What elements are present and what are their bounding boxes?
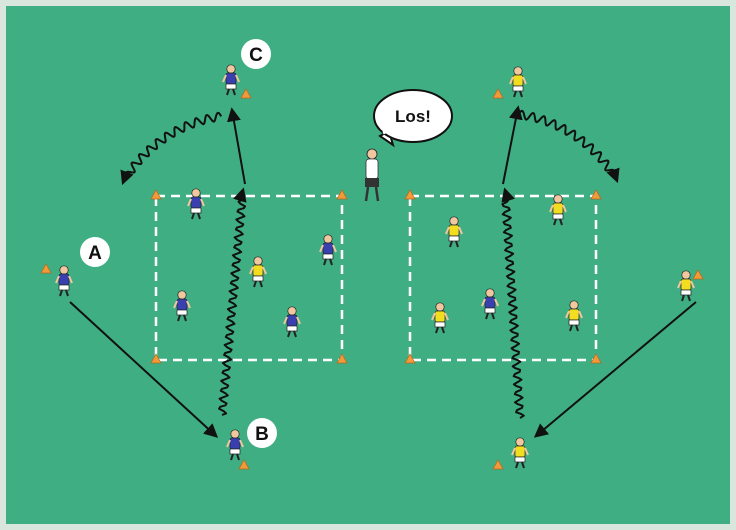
cone-icon	[404, 353, 416, 364]
yellow-player-icon	[249, 256, 267, 288]
yellow-player-icon	[431, 302, 449, 334]
dribble-arrow-right	[501, 187, 525, 419]
label-a: A	[80, 237, 110, 267]
cone-icon	[150, 189, 162, 200]
run-arrow-right	[517, 109, 620, 184]
label-b: B	[247, 418, 277, 448]
blue-player-icon	[187, 188, 205, 220]
yellow-player-icon	[677, 270, 695, 302]
cone-icon	[150, 353, 162, 364]
cone-icon	[590, 189, 602, 200]
svg-text:A: A	[88, 243, 102, 264]
cone-icon	[692, 269, 704, 280]
arrows	[69, 105, 697, 438]
cone-icon	[240, 88, 252, 99]
pass-arrow-to-c	[227, 107, 246, 185]
pass-arrow-a-to-b	[69, 301, 219, 438]
yellow-player-icon	[549, 194, 567, 226]
cone-icon	[590, 353, 602, 364]
yellow-player-icon	[509, 66, 527, 98]
blue-player-icon	[173, 290, 191, 322]
blue-player-icon	[55, 265, 73, 297]
cone-icon	[336, 189, 348, 200]
svg-text:C: C	[249, 45, 263, 66]
yellow-player-icon	[445, 216, 463, 248]
svg-text:B: B	[255, 424, 269, 445]
blue-player-icon	[283, 306, 301, 338]
label-c: C	[241, 39, 271, 69]
run-arrow-left	[120, 111, 223, 186]
cone-icon	[492, 459, 504, 470]
cone-icon	[238, 459, 250, 470]
cones	[40, 88, 704, 470]
cone-icon	[336, 353, 348, 364]
left-square	[154, 194, 344, 362]
speech-bubble: Los!	[373, 89, 453, 148]
pass-arrow-right	[533, 301, 697, 438]
players	[55, 64, 695, 469]
coach-call: Los!	[395, 107, 431, 126]
cone-icon	[40, 263, 52, 274]
cone-icon	[492, 88, 504, 99]
blue-player-icon	[481, 288, 499, 320]
blue-player-icon	[319, 234, 337, 266]
cone-icon	[404, 189, 416, 200]
yellow-player-icon	[565, 300, 583, 332]
pass-arrow-right-top	[502, 105, 523, 185]
blue-player-icon	[222, 64, 240, 96]
blue-player-icon	[226, 429, 244, 461]
dribble-arrow-left	[218, 187, 247, 416]
pitch	[6, 6, 730, 524]
yellow-player-icon	[511, 437, 529, 469]
coach	[364, 148, 380, 202]
